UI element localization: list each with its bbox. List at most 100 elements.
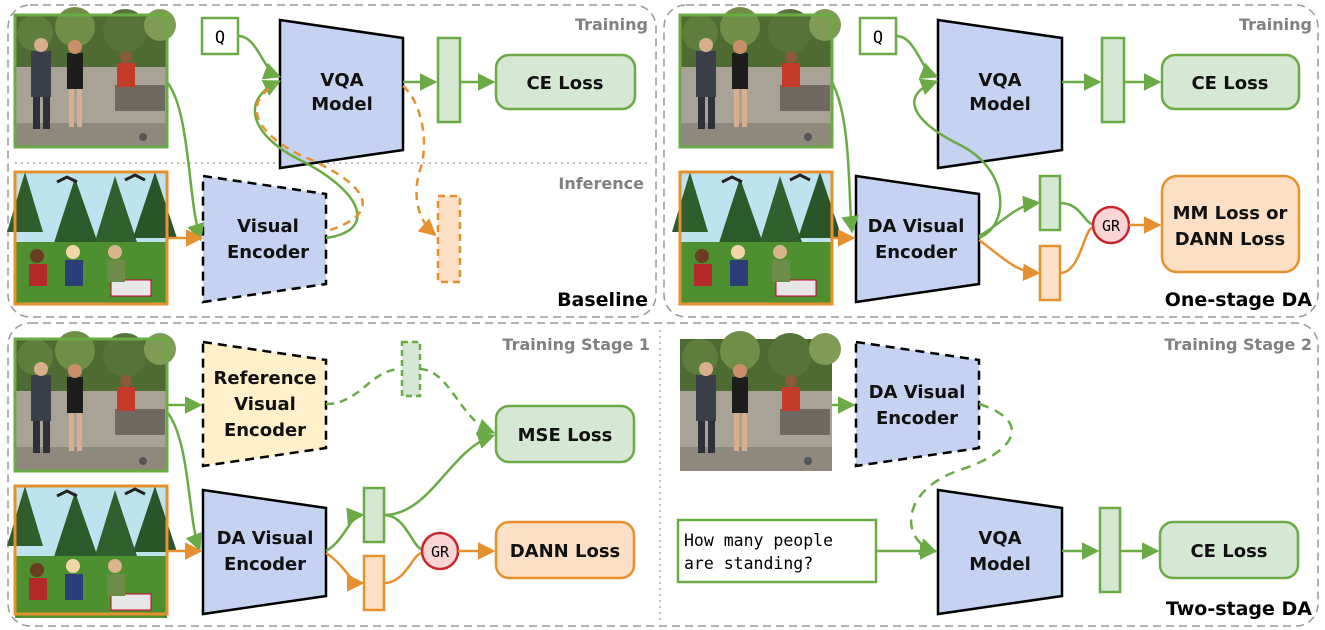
mm-dann-loss-label-2: DANN Loss	[1175, 229, 1286, 250]
one-stage-target-to-gr	[1059, 226, 1093, 275]
vqa-model-label-1: VQA	[320, 70, 363, 91]
dann-loss-label: DANN Loss	[510, 541, 621, 562]
one-stage-image-to-encoder-arrow	[830, 81, 859, 234]
question-text-line-2: are standing?	[684, 554, 813, 573]
stage-2-vqa-label-1: VQA	[978, 528, 1021, 549]
stage-2-feature-vector	[1098, 506, 1122, 594]
question-text-line-1: How many people	[684, 531, 833, 550]
stage-2-encoder-label-2: Encoder	[876, 408, 958, 429]
stage-1-target-feature	[362, 554, 386, 612]
one-stage-encoder-to-vqa-arrow	[913, 78, 1002, 240]
question-to-vqa-arrow	[237, 34, 282, 80]
stage-1-target-image	[5, 484, 179, 620]
question-label: Q	[215, 28, 225, 48]
mse-loss-label: MSE Loss	[518, 425, 613, 446]
reference-feature	[400, 340, 422, 398]
one-stage-source-image	[678, 7, 841, 149]
stage-2-label: Training Stage 2	[1164, 335, 1312, 354]
visual-encoder-box	[201, 174, 328, 304]
one-stage-target-feature	[1038, 244, 1062, 302]
inference-feature-vector	[436, 194, 462, 284]
ce-loss-label: CE Loss	[526, 73, 603, 94]
one-stage-panel	[663, 4, 1319, 318]
one-stage-question-arrow	[895, 34, 939, 79]
stage-1-encoder-label-2: Encoder	[224, 554, 306, 575]
dann-loss-box	[494, 520, 636, 580]
stage-2-source-image	[680, 331, 841, 471]
stage-1-gradient-reversal-label: GR	[431, 543, 450, 561]
vqa-model-label-2: Model	[311, 94, 373, 115]
baseline-panel-name: Baseline	[557, 289, 648, 311]
baseline-inference-label: Inference	[558, 174, 644, 193]
stage-2-da-encoder-box	[854, 340, 981, 468]
reference-encoder-label-1: Reference	[214, 368, 317, 389]
mm-dann-loss-box	[1160, 174, 1301, 274]
stage-1-source-feature	[362, 486, 386, 544]
stage-1-target-feature-to-gr	[383, 551, 422, 585]
reference-encoder-label-3: Encoder	[224, 420, 306, 441]
two-stage-panel	[7, 322, 1319, 627]
stage-2-vqa-label-2: Model	[969, 554, 1031, 575]
ce-loss-box	[494, 53, 637, 111]
one-stage-ce-loss-box	[1160, 53, 1301, 111]
one-stage-source-feature	[1038, 174, 1062, 232]
one-stage-encoder-to-target-feature	[978, 238, 1041, 282]
one-stage-source-to-gr	[1059, 201, 1093, 226]
baseline-panel	[7, 4, 657, 318]
one-stage-encoder-label-1: DA Visual	[868, 216, 965, 237]
stage-1-encoder-label-1: DA Visual	[217, 528, 314, 549]
reference-to-feature-arrow	[325, 367, 401, 406]
encoder-to-vqa-arrow	[253, 80, 359, 240]
one-stage-panel-name: One-stage DA	[1165, 289, 1313, 311]
stage-1-source-feature-to-mse	[383, 432, 496, 517]
one-stage-encoder-label-2: Encoder	[875, 242, 957, 263]
reference-encoder-box	[201, 340, 328, 468]
baseline-training-label: Training	[575, 15, 648, 34]
one-stage-question-label: Q	[873, 28, 883, 48]
one-stage-training-label: Training	[1239, 15, 1312, 34]
one-stage-question-box	[858, 16, 898, 56]
image-to-encoder-arrow	[166, 81, 205, 242]
one-stage-ce-loss-label: CE Loss	[1191, 73, 1268, 94]
stage-2-vqa-model-box	[936, 488, 1064, 616]
target-image	[5, 170, 179, 306]
inference-output-arrow	[402, 85, 437, 237]
stage-2-section: Training Stage 2 Two-stage DA DA Visual …	[676, 331, 1312, 620]
stage-1-encoder-to-target-feature	[325, 551, 365, 592]
reference-feature-to-mse-arrow	[419, 367, 496, 436]
feature-vector	[436, 36, 462, 124]
stage-2-encoder-label-1: DA Visual	[869, 382, 966, 403]
stage-1-da-encoder-box	[201, 488, 328, 616]
visual-encoder-label-2: Encoder	[227, 242, 309, 263]
one-stage-section: Training One-stage DA Q VQA Model DA Vis…	[670, 7, 1313, 311]
reference-encoder-label-2: Visual	[234, 394, 296, 415]
stage-2-encoder-to-vqa-arrow	[909, 402, 1013, 555]
stage-1-section: Training Stage 1 Reference Visual Encode…	[5, 331, 650, 620]
source-image	[13, 7, 176, 149]
one-stage-vqa-label-1: VQA	[978, 70, 1021, 91]
two-stage-panel-name: Two-stage DA	[1166, 598, 1312, 620]
mse-loss-box	[494, 404, 636, 464]
inference-flow-arrow	[255, 83, 364, 232]
question-text-box	[676, 518, 878, 584]
vqa-model-box	[278, 18, 405, 170]
one-stage-da-encoder-box	[854, 174, 981, 304]
stage-1-source-image	[13, 331, 176, 473]
baseline-section: Training Inference Baseline Q VQA Model …	[5, 7, 648, 311]
one-stage-target-image	[670, 170, 844, 306]
stage-1-label: Training Stage 1	[502, 335, 650, 354]
mm-dann-loss-label-1: MM Loss or	[1173, 203, 1288, 224]
visual-encoder-label-1: Visual	[237, 216, 299, 237]
gradient-reversal-label: GR	[1102, 217, 1121, 235]
question-box	[200, 16, 240, 56]
stage-1-source-feature-to-gr	[383, 513, 422, 551]
one-stage-vqa-label-2: Model	[969, 94, 1031, 115]
one-stage-encoder-to-source-feature	[978, 195, 1041, 238]
stage-1-encoder-to-source-feature	[325, 507, 365, 553]
stage-1-image-to-encoder-arrow	[166, 411, 203, 552]
stage-2-ce-loss-label: CE Loss	[1190, 541, 1267, 562]
one-stage-feature-vector	[1100, 36, 1126, 124]
one-stage-vqa-model-box	[936, 18, 1064, 170]
stage-2-ce-loss-box	[1158, 520, 1300, 580]
